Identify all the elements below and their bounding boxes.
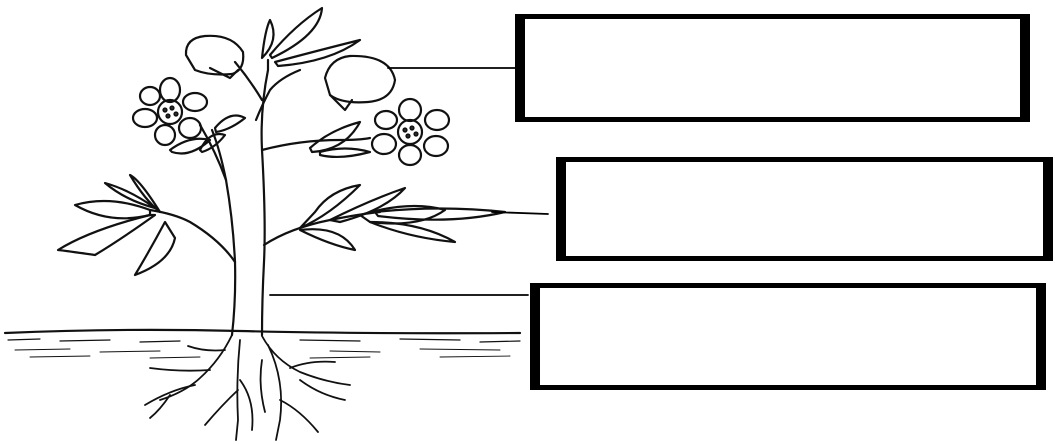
leader-lines [270, 68, 548, 295]
plant-roots [145, 335, 350, 440]
label-box-3[interactable] [530, 283, 1046, 390]
label-box-1[interactable] [515, 14, 1030, 122]
flower-right [372, 99, 449, 165]
flower-left [133, 78, 207, 145]
label-box-2[interactable] [556, 157, 1053, 261]
